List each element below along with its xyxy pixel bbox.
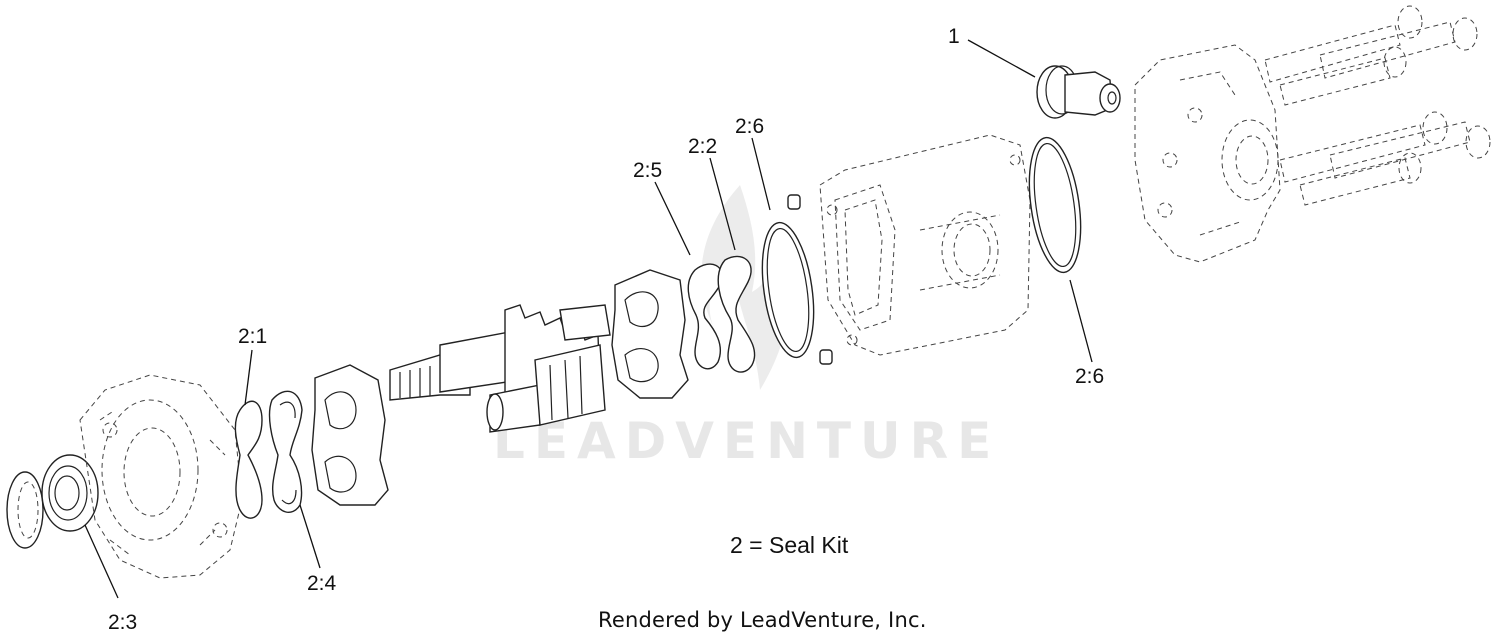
o-ring-2-6-left — [761, 221, 815, 359]
callout-1: 1 — [948, 25, 960, 48]
seal-ring-2-2 — [717, 255, 756, 373]
bolt — [1264, 5, 1423, 83]
backup-ring-2-4 — [268, 390, 303, 513]
watermark-text: LEADVENTURE — [493, 412, 1000, 470]
rear-end-cover — [1134, 44, 1281, 263]
render-credit: Rendered by LeadVenture, Inc. — [598, 608, 927, 632]
front-flange-housing — [79, 374, 243, 579]
bolt — [1299, 152, 1422, 206]
pump-body — [819, 134, 1031, 356]
dowel-pins — [787, 194, 833, 365]
callout-2-2: 2:2 — [688, 135, 717, 158]
bolt — [1279, 111, 1448, 183]
bolt — [1329, 121, 1491, 179]
callout-labels: 1 2:6 2:2 2:5 2:1 2:6 2:4 2:3 — [108, 25, 1104, 634]
callout-2-1: 2:1 — [238, 325, 267, 348]
shaft-seal — [41, 454, 99, 532]
callout-2-6-right: 2:6 — [1075, 365, 1104, 388]
o-ring-2-6-right — [1028, 136, 1082, 274]
rear-bearing-block — [611, 269, 689, 399]
front-bearing-block — [311, 364, 389, 506]
bolt — [1319, 17, 1478, 79]
seal-ring-2-1 — [234, 400, 263, 519]
snap-ring — [6, 471, 44, 549]
callout-2-4: 2:4 — [307, 572, 337, 595]
leader-lines — [84, 39, 1093, 599]
bolt — [1279, 46, 1407, 106]
callout-2-5: 2:5 — [633, 159, 662, 182]
seal-kit-legend: 2 = Seal Kit — [730, 532, 849, 558]
valve-cartridge — [1036, 65, 1121, 119]
callout-2-3: 2:3 — [108, 611, 137, 634]
backup-ring-2-5 — [687, 263, 723, 370]
bolts — [1264, 5, 1491, 206]
driven-gear-shaft — [486, 344, 606, 433]
callout-2-6-top: 2:6 — [735, 115, 764, 138]
